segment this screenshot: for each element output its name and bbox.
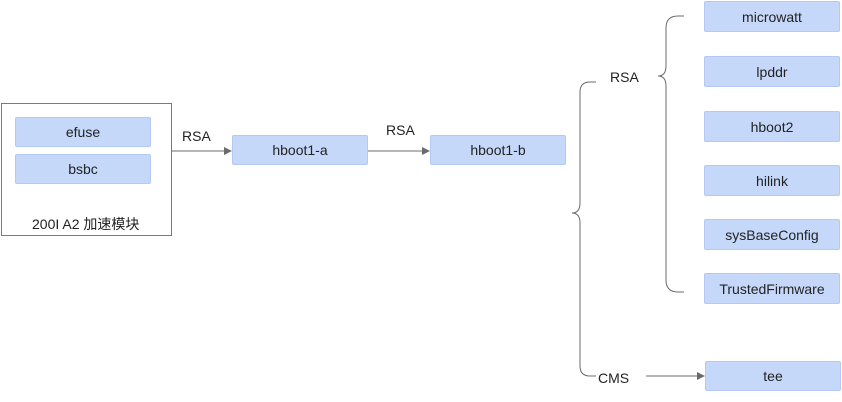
edge1-label: RSA (182, 128, 211, 144)
rsa-target-trustedfirmware[interactable]: TrustedFirmware (704, 273, 840, 304)
cms-target-tee[interactable]: tee (705, 361, 841, 391)
rsa-target-label: sysBaseConfig (725, 226, 819, 243)
cms-target-label: tee (763, 368, 783, 384)
rsa-target-hboot2[interactable]: hboot2 (704, 111, 840, 142)
group-caption: 200I A2 加速模块 (32, 216, 140, 232)
hboot1a-label: hboot1-a (272, 142, 328, 158)
rsa-target-label: microwatt (742, 8, 802, 25)
rsa-target-sysbaseconfig[interactable]: sysBaseConfig (704, 219, 840, 250)
cms-branch-label: CMS (598, 370, 630, 386)
hboot1a-node[interactable]: hboot1-a (232, 135, 368, 165)
efuse-label: efuse (65, 124, 101, 140)
rsa-target-label: hboot2 (750, 118, 794, 135)
rsa-branch-label: RSA (610, 69, 639, 85)
bsbc-node[interactable]: bsbc (15, 154, 151, 184)
bsbc-label: bsbc (68, 161, 98, 177)
efuse-node[interactable]: efuse (15, 117, 151, 147)
rsa-target-label: lpddr (756, 63, 788, 80)
rsa-target-label: hilink (756, 172, 788, 189)
rsa-target-label: TrustedFirmware (719, 280, 825, 297)
edge2-label: RSA (386, 122, 415, 138)
rsa-brace (657, 15, 684, 293)
split-brace (571, 81, 596, 377)
hboot1b-label: hboot1-b (470, 142, 526, 158)
rsa-target-hilink[interactable]: hilink (704, 165, 840, 196)
rsa-target-microwatt[interactable]: microwatt (704, 1, 840, 32)
rsa-target-lpddr[interactable]: lpddr (704, 56, 840, 87)
hboot1b-node[interactable]: hboot1-b (430, 135, 566, 165)
